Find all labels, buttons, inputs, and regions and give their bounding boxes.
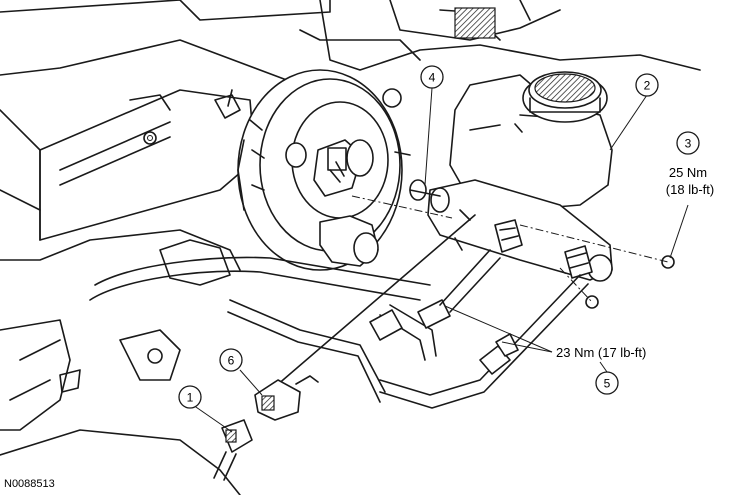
- callout-1-number: 1: [187, 391, 194, 405]
- brake-booster: [237, 29, 421, 271]
- leader-lines: [192, 87, 689, 433]
- callout-6: 6: [219, 348, 243, 372]
- callout-4: 4: [420, 65, 444, 89]
- callout-2-number: 2: [644, 79, 651, 93]
- callout-3-number: 3: [685, 137, 692, 151]
- alignment-lines: [351, 195, 669, 303]
- sensor-connector: [213, 214, 476, 481]
- callout-6-number: 6: [228, 354, 235, 368]
- brake-lines: [89, 249, 589, 409]
- figure-id: N0088513: [4, 478, 55, 490]
- torque-nut-line1: 25 Nm: [669, 165, 707, 180]
- master-cylinder-assembly: [409, 71, 675, 309]
- vehicle-body-panel: [0, 0, 701, 495]
- callout-3: 3: [676, 131, 700, 155]
- torque-nut-line2: (18 lb-ft): [666, 182, 714, 197]
- callout-4-number: 4: [429, 71, 436, 85]
- callout-2: 2: [635, 73, 659, 97]
- callout-5: 5: [595, 371, 619, 395]
- callout-1: 1: [178, 385, 202, 409]
- callout-5-number: 5: [604, 377, 611, 391]
- torque-brake-lines: 23 Nm (17 lb-ft): [556, 345, 646, 360]
